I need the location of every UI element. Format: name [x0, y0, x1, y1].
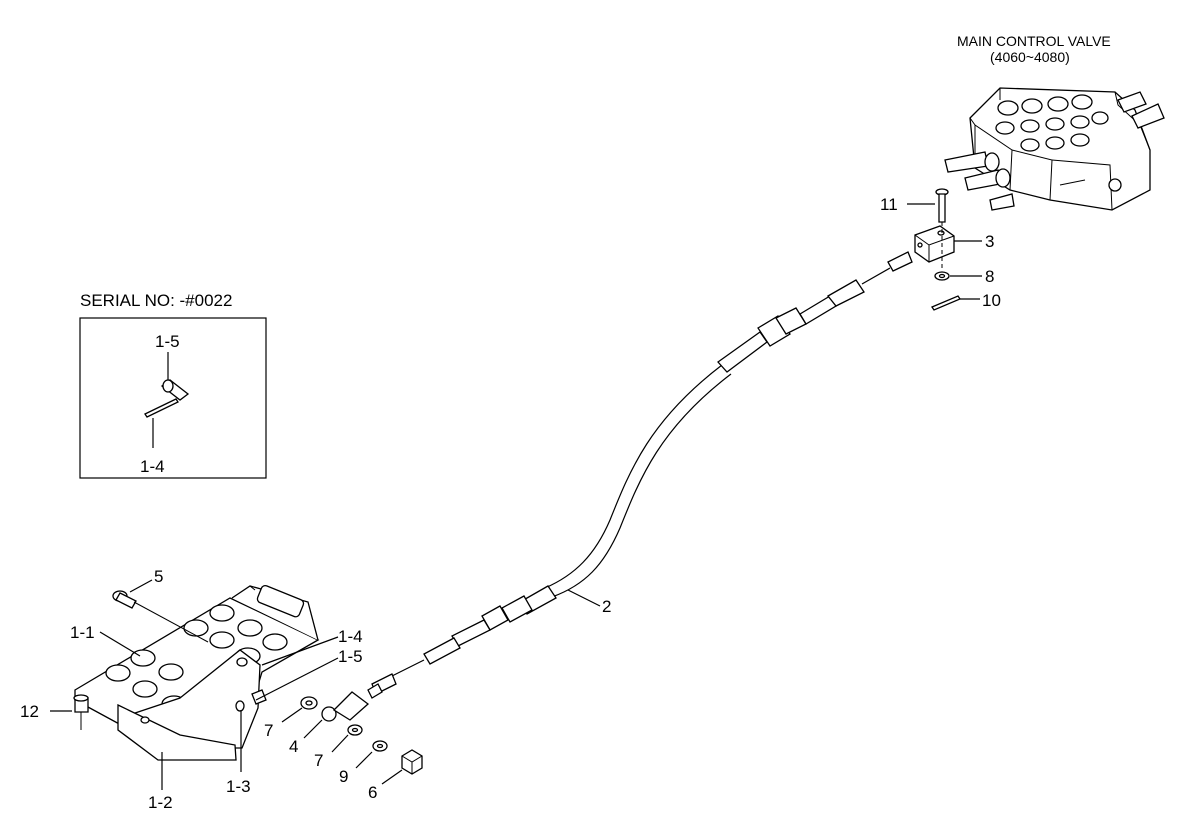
callout-7a: 7 [264, 721, 273, 740]
control-cable [371, 251, 913, 695]
callout-6: 6 [368, 783, 377, 802]
small-parts [300, 683, 423, 775]
valve-title: MAIN CONTROL VALVE [957, 33, 1111, 49]
callout-8: 8 [985, 267, 994, 286]
callout-3: 3 [985, 232, 994, 251]
callout-1-1: 1-1 [70, 623, 95, 642]
callout-2: 2 [602, 597, 611, 616]
callout-1-2: 1-2 [148, 793, 173, 812]
callout-1-3: 1-3 [226, 777, 251, 796]
callout-12: 12 [20, 702, 39, 721]
inset-label-1-5: 1-5 [155, 332, 180, 351]
callout-1-5: 1-5 [338, 647, 363, 666]
callout-9: 9 [339, 767, 348, 786]
callout-4: 4 [289, 737, 298, 756]
clevis-assembly [914, 188, 961, 311]
pedal-assembly [73, 584, 320, 761]
valve-model-range: (4060~4080) [990, 49, 1070, 65]
inset-serial-label: SERIAL NO: -#0022 [80, 291, 232, 310]
main-control-valve [944, 87, 1165, 211]
callout-10: 10 [982, 291, 1001, 310]
callout-1-4: 1-4 [338, 627, 363, 646]
callout-11: 11 [880, 195, 898, 214]
callout-7b: 7 [314, 751, 323, 770]
inset-label-1-4: 1-4 [140, 457, 165, 476]
serial-inset: SERIAL NO: -#0022 1-5 1-4 [79, 291, 267, 479]
callout-5: 5 [154, 567, 163, 586]
callout-leaders [50, 203, 982, 790]
